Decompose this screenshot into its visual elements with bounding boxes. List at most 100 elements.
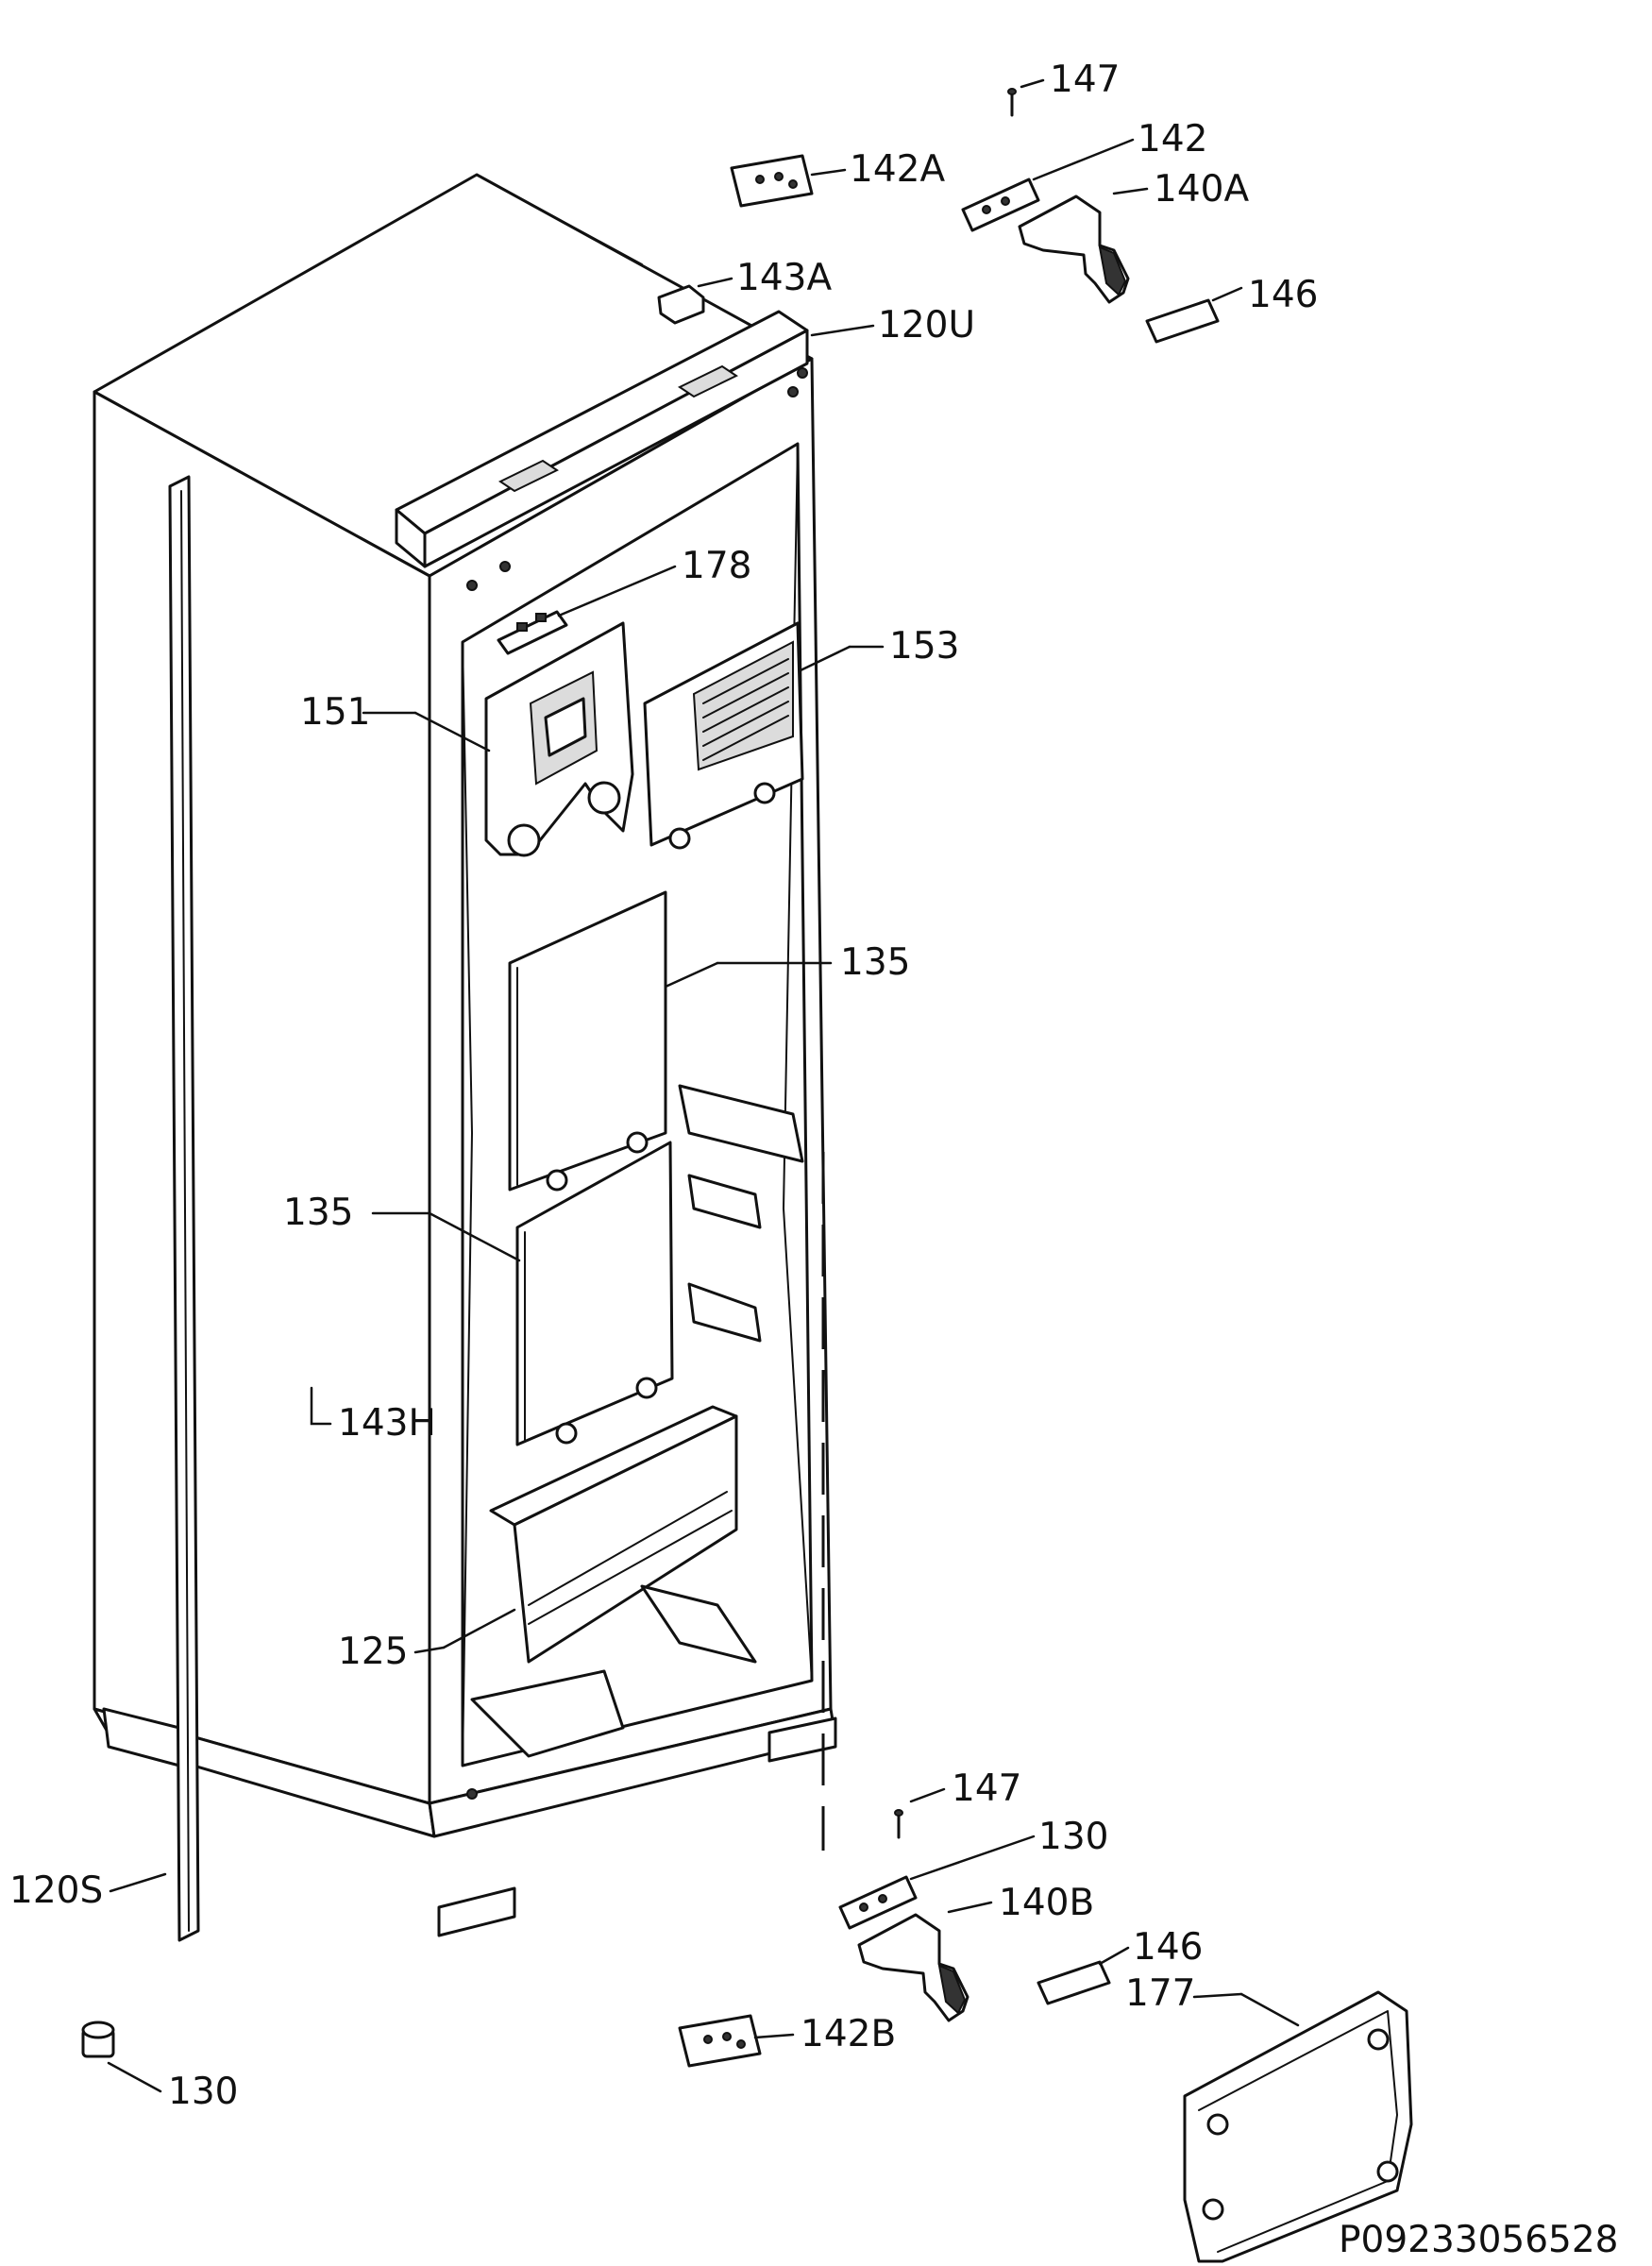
- leader-177-b: [1239, 1992, 1300, 2027]
- foot-130: [81, 2021, 115, 2058]
- hinge-140B-pin: [937, 1964, 967, 2015]
- plate-130-body: [838, 1875, 918, 1930]
- leader-130-hinge: [909, 1835, 1036, 1881]
- panel-upper-foot: [626, 1131, 649, 1154]
- label-146-bottom: [1037, 1960, 1111, 2005]
- panel-upper-face: [508, 890, 667, 1192]
- plate-142-body: [961, 178, 1040, 232]
- leader-151-b: [413, 711, 491, 753]
- plate-hole: [755, 175, 765, 184]
- hinge-140A: [1018, 194, 1130, 304]
- screw-147-top: [1007, 88, 1017, 117]
- label-120S: 120S: [9, 1869, 103, 1912]
- cover-177-rim: [1198, 2010, 1398, 2253]
- leader-177-a: [1192, 1992, 1243, 1999]
- leader-178: [557, 565, 677, 617]
- fan-cover-foot: [668, 827, 691, 850]
- leader-142B: [753, 2033, 795, 2039]
- grille-line: [702, 686, 789, 733]
- plate-hole: [859, 1902, 868, 1912]
- part-labels: 147 142 142A 140A 143A 146 120U 178 153 …: [9, 59, 1618, 2261]
- leader-146-top: [1211, 286, 1243, 302]
- leader-147-top: [1020, 78, 1045, 89]
- plate-142A: [730, 154, 814, 208]
- plate-hole: [878, 1894, 887, 1903]
- cover-177-boss: [1206, 2113, 1229, 2136]
- foot-130-top: [81, 2021, 115, 2039]
- cover-177-boss: [1367, 2028, 1390, 2051]
- label-142A: 142A: [850, 148, 945, 191]
- bracket-178-tab: [535, 613, 547, 622]
- plate-hole: [722, 2032, 732, 2041]
- label-142: 142: [1138, 118, 1207, 161]
- hinge-140B-body: [857, 1913, 969, 2022]
- plate-hole: [703, 2035, 713, 2044]
- screw-147-bottom: [894, 1809, 903, 1839]
- plate-130-hinge: [838, 1875, 918, 1930]
- shelf-rail: [678, 1084, 804, 1163]
- label-147-top: 147: [1050, 59, 1120, 101]
- hinge-140A-body: [1018, 194, 1130, 304]
- grille-line: [702, 672, 789, 719]
- leader-lines: [107, 78, 1300, 2093]
- cap-143A: [657, 284, 705, 325]
- plate-142B-body: [678, 2014, 762, 2068]
- grille-line: [702, 701, 789, 747]
- leader-147-bottom: [909, 1787, 946, 1803]
- frame-hole: [797, 367, 808, 379]
- leader-120U: [810, 324, 875, 337]
- cabinet: [93, 173, 837, 1937]
- frame-hole: [466, 1788, 478, 1800]
- label-140A: 140A: [1154, 168, 1249, 211]
- top-back-edge: [476, 174, 643, 265]
- shelf-rail: [687, 1282, 762, 1343]
- leader-130-foot: [107, 2061, 162, 2093]
- frame-hole: [499, 561, 511, 572]
- leader-125-a: [413, 1646, 446, 1654]
- label-135-lower: 135: [283, 1192, 353, 1234]
- plate-hole: [1001, 196, 1010, 206]
- leader-146-bottom: [1098, 1946, 1130, 1966]
- leader-140A: [1112, 187, 1149, 195]
- drawer-floor: [470, 1669, 625, 1758]
- top-rail-front: [423, 329, 809, 568]
- screw-head: [1007, 88, 1017, 95]
- front-foot-left: [437, 1886, 516, 1937]
- shelf-rails: [678, 1084, 804, 1343]
- cover-177-boss: [1376, 2160, 1399, 2183]
- label-151: 151: [300, 691, 370, 734]
- housing-151: [484, 621, 634, 857]
- panel-lower-foot: [635, 1377, 658, 1399]
- frame-hole: [466, 580, 478, 591]
- leader-140B: [947, 1901, 993, 1914]
- bracket-178-tab: [516, 622, 528, 632]
- label-130-foot: 130: [168, 2071, 238, 2113]
- hinge-140B: [857, 1913, 969, 2022]
- leader-142: [1032, 138, 1135, 181]
- plate-hole: [982, 205, 991, 214]
- label-146-top: 146: [1248, 274, 1318, 316]
- front-foot-right: [767, 1716, 837, 1763]
- panel-135-lower: [515, 1141, 674, 1446]
- leader-120S: [109, 1872, 167, 1893]
- plate-hole: [788, 179, 798, 189]
- housing-151-socket: [587, 781, 621, 815]
- panel-135-upper: [508, 890, 667, 1192]
- label-142B: 142B: [801, 2013, 896, 2055]
- side-strip-line: [180, 490, 190, 1932]
- leader-153-a: [799, 645, 851, 672]
- label-146-top: [1145, 298, 1220, 344]
- cover-177: [1183, 1990, 1413, 2263]
- shelf-rail: [687, 1174, 762, 1229]
- top-rail-120U: [395, 310, 809, 568]
- grille-line: [702, 715, 789, 761]
- label-146-bottom-body: [1037, 1960, 1111, 2005]
- leader-143H: [310, 1386, 332, 1426]
- side-strip-120S: [168, 475, 200, 1942]
- label-130-hinge: 130: [1038, 1816, 1108, 1858]
- plate-hole: [736, 2039, 746, 2049]
- frame-hole: [787, 386, 799, 397]
- plate-142A-body: [730, 154, 814, 208]
- panel-lower-face: [515, 1141, 674, 1446]
